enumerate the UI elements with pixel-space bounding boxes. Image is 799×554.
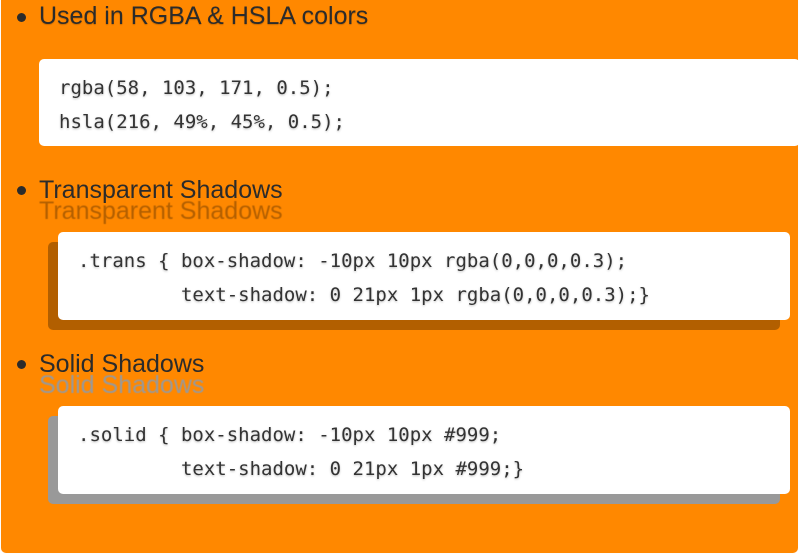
section-heading-rgba-hsla: Used in RGBA & HSLA colors	[39, 2, 369, 30]
code-line: rgba(58, 103, 171, 0.5);	[59, 77, 334, 99]
code-line: .trans { box-shadow: -10px 10px rgba(0,0…	[78, 250, 628, 272]
section-heading-transparent-shadows: Transparent Shadows	[39, 176, 283, 204]
code-line: hsla(216, 49%, 45%, 0.5);	[59, 111, 345, 133]
bullet-icon	[17, 360, 26, 369]
code-block-transparent-shadows: .trans { box-shadow: -10px 10px rgba(0,0…	[58, 232, 790, 320]
code-line: .solid { box-shadow: -10px 10px #999;	[78, 424, 502, 446]
bullet-icon	[17, 13, 26, 22]
code-line: text-shadow: 0 21px 1px #999;}	[78, 458, 525, 480]
code-line: text-shadow: 0 21px 1px rgba(0,0,0,0.3);…	[78, 284, 650, 306]
code-block-rgba-hsla: rgba(58, 103, 171, 0.5); hsla(216, 49%, …	[39, 59, 799, 146]
section-heading-solid-shadows: Solid Shadows	[39, 350, 205, 378]
code-block-solid-shadows: .solid { box-shadow: -10px 10px #999; te…	[58, 406, 790, 494]
bullet-icon	[17, 186, 26, 195]
